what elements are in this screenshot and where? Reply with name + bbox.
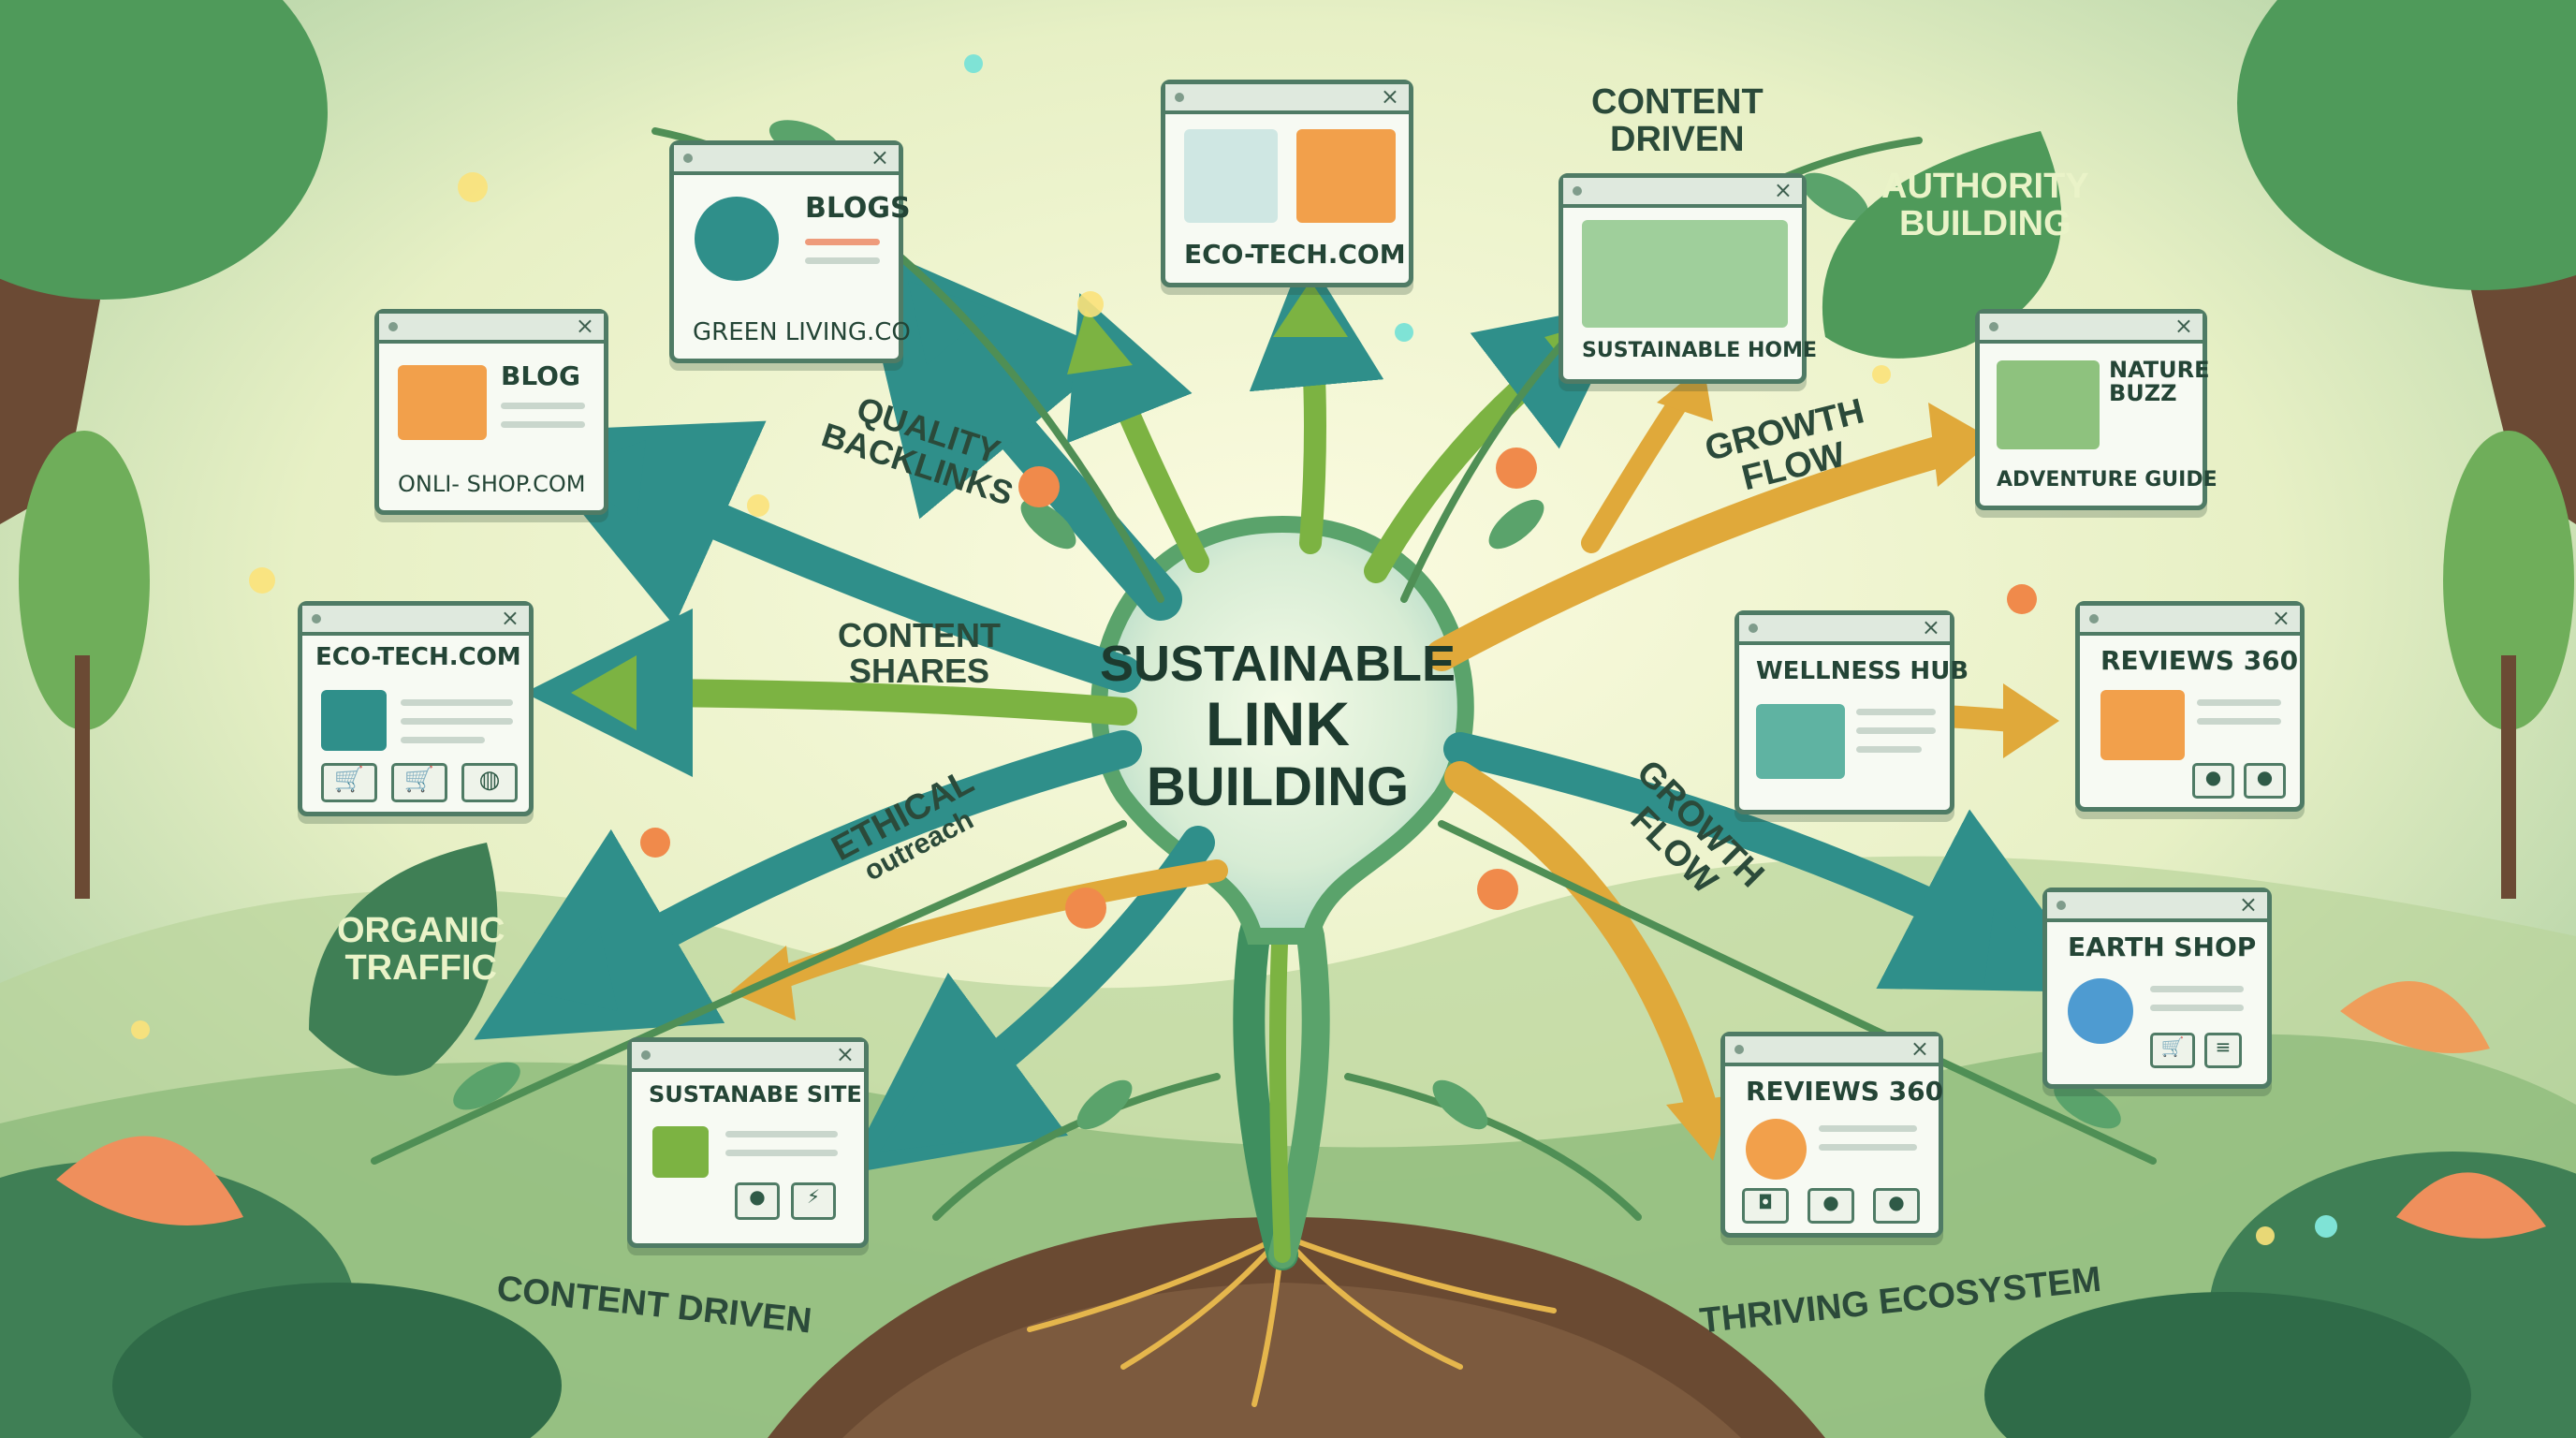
center-title: SUSTAINABLE LINK BUILDING	[1081, 637, 1474, 816]
light-orbs	[131, 172, 2275, 1245]
mountain-icon	[1756, 704, 1845, 779]
close-icon: ×	[870, 144, 889, 170]
card-title: WELLNESS HUB	[1756, 657, 1969, 685]
organic-traffic-leaf	[309, 843, 498, 1076]
cart-icon: 🛒	[2150, 1033, 2195, 1068]
person-icon: ●	[1808, 1188, 1854, 1224]
person-icon: ●	[1873, 1188, 1920, 1224]
close-icon: ×	[2174, 313, 2193, 339]
card-title: ECO-TECH.COM	[1184, 239, 1406, 270]
card-title: ECO-TECH.COM	[315, 643, 521, 671]
document-icon: ≡	[2204, 1033, 2242, 1068]
person-icon	[2100, 690, 2185, 760]
label-content-shares: CONTENT SHARES	[838, 616, 1001, 690]
close-icon: ×	[1910, 1035, 1929, 1062]
close-icon: ×	[2238, 891, 2258, 917]
leaf-icon	[695, 197, 779, 281]
cart-icon	[652, 1126, 709, 1178]
label-organic-traffic: ORGANIC TRAFFIC	[337, 911, 505, 988]
bolt-icon: ⚡	[791, 1182, 836, 1220]
card-sustainable-home[interactable]: × SUSTAINABLE HOME	[1559, 173, 1817, 384]
close-icon: ×	[1773, 177, 1793, 203]
chart-wheel-icon	[1746, 1119, 1807, 1180]
card-title: REVIEWS 360	[2100, 645, 2299, 676]
cart-icon	[1296, 129, 1396, 223]
card-title: SUSTAINABLE HOME	[1582, 339, 1818, 362]
flowers	[640, 448, 2037, 929]
tree-left	[0, 0, 328, 899]
recycle-icon	[1184, 129, 1278, 223]
card-footer: ADVENTURE GUIDE	[1997, 468, 2217, 492]
close-icon: ×	[1921, 614, 1940, 640]
close-icon: ×	[500, 605, 520, 631]
person-icon: ●	[735, 1182, 780, 1220]
mountain-icon	[1997, 360, 2100, 449]
card-title: REVIEWS 360	[1746, 1076, 1944, 1107]
card-wellness-hub[interactable]: × WELLNESS HUB	[1734, 610, 1969, 814]
close-icon: ×	[835, 1041, 855, 1067]
card-eco-tech-top[interactable]: × ECO-TECH.COM	[1161, 80, 1413, 287]
card-title: EARTH SHOP	[2068, 932, 2257, 962]
person-icon: ●	[2192, 763, 2234, 799]
card-sustainabe-site[interactable]: × SUSTANABE SITE ● ⚡	[627, 1037, 869, 1248]
close-icon: ×	[2271, 605, 2291, 631]
card-blog-online-shop[interactable]: × BLOG ONLI- SHOP.COM	[374, 309, 608, 515]
label-authority-building: AUTHORITY BUILDING	[1881, 167, 2089, 243]
foreground-leaves	[0, 981, 2576, 1438]
center-title-line2: LINK	[1206, 689, 1350, 759]
card-title: BLOGS	[805, 192, 911, 225]
close-icon: ×	[1380, 83, 1399, 110]
globe-icon	[2068, 978, 2133, 1044]
card-reviews-360-bottom[interactable]: × REVIEWS 360 ◘ ● ●	[1720, 1032, 1943, 1238]
house-icon	[1582, 220, 1788, 328]
card-nature-buzz[interactable]: × NATURE BUZZ ADVENTURE GUIDE	[1975, 309, 2217, 510]
globe-icon: ◍	[461, 763, 518, 802]
tree-right	[2237, 0, 2576, 899]
card-eco-tech-left[interactable]: × ECO-TECH.COM 🛒 🛒 ◍	[298, 601, 534, 816]
card-title: SUSTANABE SITE	[649, 1081, 862, 1108]
center-title-line1: SUSTAINABLE	[1099, 636, 1456, 692]
card-title: BLOG	[501, 360, 580, 391]
label-content-driven-top: CONTENT DRIVEN	[1591, 82, 1764, 159]
cart-icon	[398, 365, 487, 440]
card-blogs-green-living[interactable]: × BLOGS GREEN LIVING.CO	[669, 140, 911, 363]
card-earth-shop[interactable]: × EARTH SHOP 🛒 ≡	[2042, 888, 2272, 1089]
leaf-icon	[321, 690, 387, 751]
cart-icon: 🛒	[391, 763, 447, 802]
center-title-line3: BUILDING	[1146, 756, 1410, 817]
green-arrows	[524, 251, 1631, 778]
authority-building-leaf	[1822, 131, 2062, 359]
person-icon: ●	[2244, 763, 2286, 799]
vines	[371, 127, 2157, 1221]
camera-icon: ◘	[1742, 1188, 1789, 1224]
roots	[1027, 1233, 1557, 1407]
card-footer: ONLI- SHOP.COM	[398, 471, 586, 497]
card-footer: GREEN LIVING.CO	[693, 318, 911, 346]
card-reviews-360-right[interactable]: × REVIEWS 360 ● ●	[2075, 601, 2305, 812]
close-icon: ×	[575, 313, 594, 339]
card-title: NATURE BUZZ	[2109, 357, 2210, 407]
cart-icon: 🛒	[321, 763, 377, 802]
